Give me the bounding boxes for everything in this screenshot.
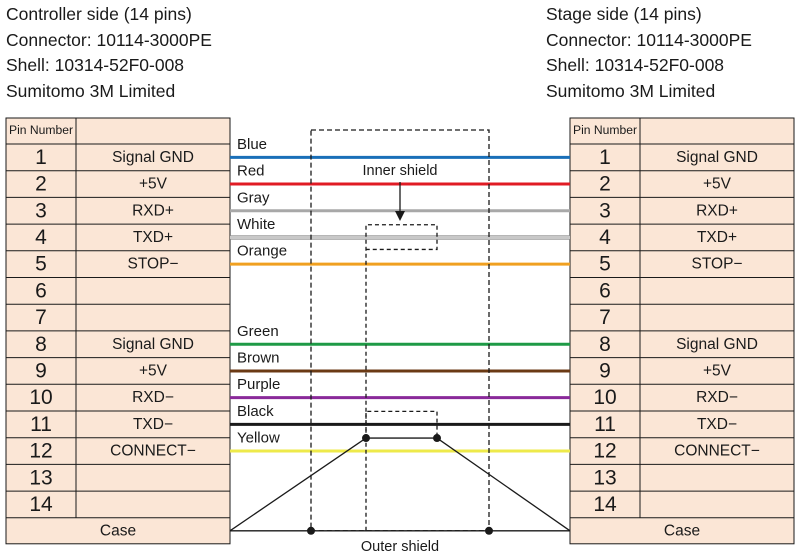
- shields: [229, 129, 571, 535]
- right-pin-signal: RXD+: [696, 202, 738, 219]
- left-pin-signal: +5V: [139, 176, 168, 193]
- right-pin-number: 2: [599, 173, 611, 196]
- wire-label-bg: [236, 162, 266, 180]
- right-pin-signal: Signal GND: [676, 149, 758, 166]
- left-pin-signal: RXD−: [132, 389, 174, 406]
- left-pin-signal: TXD+: [133, 229, 173, 246]
- left-pin-number: 4: [35, 226, 47, 249]
- left-pin-number: 6: [35, 279, 47, 302]
- right-case-label: Case: [664, 522, 700, 539]
- right-pin-signal: RXD−: [696, 389, 738, 406]
- wire-label-bg: [236, 322, 280, 340]
- outer-shield-label: Outer shield: [361, 539, 439, 555]
- wire-label-yellow: Yellow: [237, 430, 280, 447]
- left-pin-number: 10: [29, 386, 52, 409]
- left-pin-number: 2: [35, 173, 47, 196]
- right-manufacturer: Sumitomo 3M Limited: [546, 80, 716, 101]
- inner-shield-label: Inner shield: [363, 163, 438, 179]
- right-pin-signal: STOP−: [692, 256, 743, 273]
- outer-shield-junction-dot: [307, 526, 315, 535]
- left-pin-number: 11: [30, 413, 52, 436]
- right-pin-number-header: Pin Number: [573, 125, 637, 137]
- wire-label-purple: Purple: [237, 376, 280, 393]
- right-connector-header: Stage side (14 pins) Connector: 10114-30…: [546, 2, 752, 104]
- wire-label-brown: Brown: [237, 349, 280, 366]
- left-pin-number: 7: [35, 306, 47, 329]
- right-pin-signal: +5V: [703, 176, 732, 193]
- wire-label-black: Black: [237, 403, 274, 420]
- left-side-title: Controller side (14 pins): [6, 4, 192, 24]
- wire-label-green: Green: [237, 323, 279, 340]
- outer-shield-junction-dot: [485, 526, 493, 535]
- right-pin-signal: Signal GND: [676, 336, 758, 353]
- wire-label-bg: [236, 215, 277, 233]
- left-pin-number: 8: [35, 333, 47, 356]
- right-pin-number: 3: [599, 199, 611, 222]
- left-pin-signal: Signal GND: [112, 149, 194, 166]
- wire-label-red: Red: [237, 163, 265, 180]
- left-case-label: Case: [100, 522, 136, 539]
- left-pin-number-header: Pin Number: [9, 125, 73, 137]
- drain-line-left: [229, 437, 367, 532]
- wire-label-bg: [236, 376, 282, 394]
- drain-line-right: [436, 437, 571, 532]
- left-pin-number: 3: [35, 199, 47, 222]
- right-pin-number: 9: [599, 359, 611, 382]
- wire-label-orange: Orange: [237, 243, 287, 260]
- wire-label-bg: [236, 189, 272, 207]
- inner-shield-upper: [365, 224, 438, 531]
- wire-label-bg: [236, 402, 276, 420]
- left-connector-part: Connector: 10114-3000PE: [6, 29, 212, 50]
- left-pin-signal: RXD+: [132, 202, 174, 219]
- left-pin-number: 1: [35, 146, 47, 169]
- right-pin-signal: CONNECT−: [674, 443, 760, 460]
- wire-label-bg: [236, 135, 269, 153]
- left-pin-number: 14: [29, 493, 53, 516]
- right-pin-signal: +5V: [703, 362, 732, 379]
- right-pin-number: 10: [593, 386, 616, 409]
- left-pin-signal: +5V: [139, 362, 168, 379]
- left-shell-part: Shell: 10314-52F0-008: [6, 55, 185, 76]
- right-pin-number: 12: [593, 440, 616, 463]
- right-pin-number: 11: [594, 413, 616, 436]
- right-pin-number: 13: [593, 466, 616, 489]
- wire-label-white: White: [237, 216, 275, 233]
- right-connector-part: Connector: 10114-3000PE: [546, 29, 752, 50]
- right-pin-signal: TXD+: [697, 229, 737, 246]
- right-pin-number: 4: [599, 226, 611, 249]
- right-shell-part: Shell: 10314-52F0-008: [546, 55, 725, 76]
- wire-label-gray: Gray: [237, 189, 270, 206]
- left-pin-number: 9: [35, 359, 47, 382]
- right-pin-signal: TXD−: [697, 416, 737, 433]
- left-connector-header: Controller side (14 pins) Connector: 101…: [6, 2, 212, 104]
- left-pin-signal: CONNECT−: [110, 443, 196, 460]
- inner-shield-arrow-head: [395, 211, 405, 221]
- right-side-title: Stage side (14 pins): [546, 4, 702, 24]
- right-pin-number: 7: [599, 306, 611, 329]
- wire-label-bg: [236, 429, 281, 447]
- left-pin-signal: Signal GND: [112, 336, 194, 353]
- right-pin-number: 14: [593, 493, 617, 516]
- left-pin-number: 5: [35, 253, 47, 276]
- wire-label-bg: [236, 349, 281, 367]
- left-pin-number: 12: [29, 440, 52, 463]
- wire-label-blue: Blue: [237, 136, 267, 153]
- left-pin-signal: TXD−: [133, 416, 173, 433]
- right-pin-number: 8: [599, 333, 611, 356]
- left-pin-number: 13: [29, 466, 52, 489]
- right-pin-number: 1: [599, 146, 611, 169]
- right-pin-number: 5: [599, 253, 611, 276]
- wire-labels: BlueRedGrayWhiteOrangeGreenBrownPurpleBl…: [236, 135, 439, 555]
- right-pin-number: 6: [599, 279, 611, 302]
- wire-label-bg: [236, 242, 289, 260]
- left-manufacturer: Sumitomo 3M Limited: [6, 80, 176, 101]
- left-pin-signal: STOP−: [128, 256, 179, 273]
